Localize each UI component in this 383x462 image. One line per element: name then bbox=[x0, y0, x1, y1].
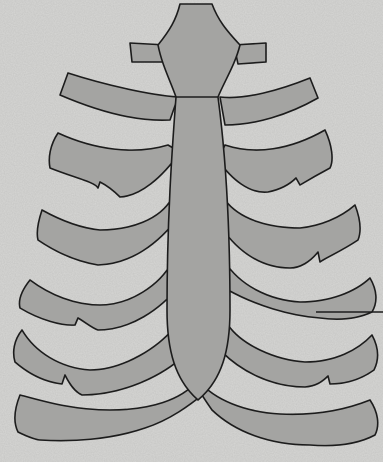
sternum bbox=[158, 4, 240, 400]
